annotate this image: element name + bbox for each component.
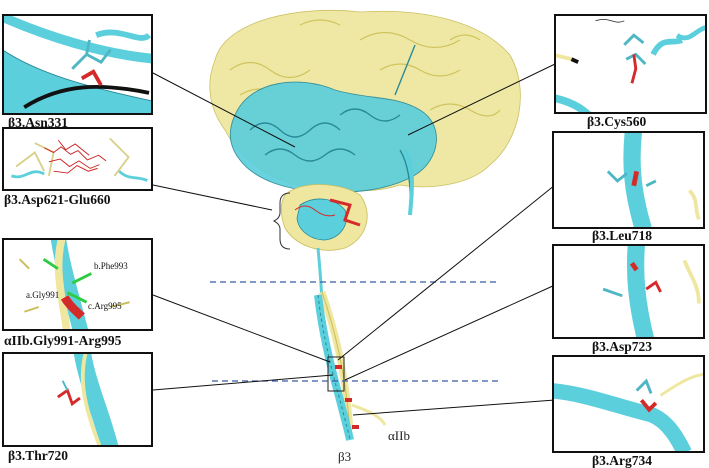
panel-asp723 — [552, 244, 705, 339]
label-alphaIIb: αIIb — [388, 428, 410, 444]
panel-gly991-render — [4, 240, 151, 329]
panel-thr720-render — [4, 354, 151, 445]
label-phe993: b.Phe993 — [94, 261, 128, 271]
panel-arg734-render — [554, 357, 703, 451]
middle-domain — [281, 184, 367, 250]
caption-asp621: β3.Asp621-Glu660 — [4, 193, 111, 207]
panel-arg734 — [552, 355, 705, 453]
panel-asp723-render — [554, 246, 703, 337]
panel-leu718 — [552, 131, 705, 229]
panel-asn331-render — [4, 16, 151, 113]
panel-asn331 — [2, 14, 153, 115]
caption-asp723: β3.Asp723 — [592, 340, 652, 354]
label-beta3: β3 — [338, 449, 351, 465]
caption-cys560: β3.Cys560 — [587, 115, 646, 129]
panel-cys560-render — [556, 16, 705, 112]
panel-gly991: b.Phe993 a.Gly991 c.Arg995 — [2, 238, 153, 331]
label-gly991: a.Gly991 — [26, 290, 59, 300]
panel-thr720 — [2, 352, 153, 447]
caption-thr720: β3.Thr720 — [8, 449, 68, 463]
panel-leu718-render — [554, 133, 703, 227]
panel-asp621-render — [4, 129, 151, 189]
caption-leu718: β3.Leu718 — [592, 229, 652, 243]
panel-cys560 — [554, 14, 707, 114]
label-arg995: c.Arg995 — [88, 301, 122, 311]
panel-asp621 — [2, 127, 153, 191]
caption-gly991: αIIb.Gly991-Arg995 — [4, 334, 121, 348]
caption-arg734: β3.Arg734 — [592, 454, 652, 468]
